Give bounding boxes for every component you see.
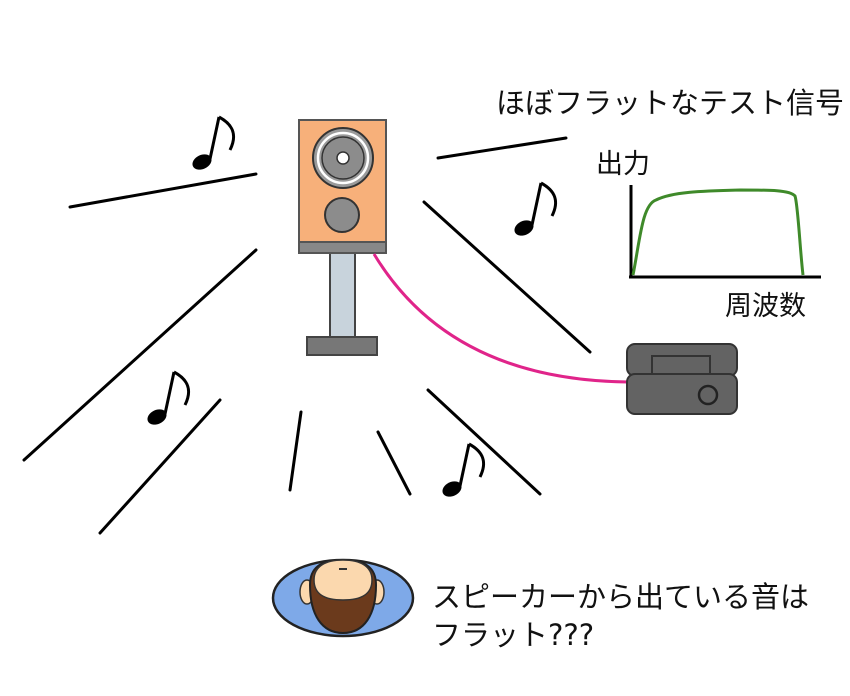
listener-face [313,559,373,601]
speaker-icon [298,119,387,254]
sound-line [22,248,258,462]
sound-line [436,136,568,160]
listener-icon [271,558,415,638]
graph-y-axis-label: 出力 [596,149,650,180]
sound-line [68,172,258,209]
question-line-1: スピーカーから出ている音は [432,580,810,614]
question-line-2: フラット??? [432,618,595,652]
graph-x-axis-label: 周波数 [725,291,806,322]
sound-line [426,388,542,496]
music-note-icon [442,442,485,497]
sound-line [288,410,303,492]
music-note-icon [192,115,235,170]
sound-lines [22,136,592,535]
sound-line [376,430,412,496]
amplifier-icon [626,343,738,415]
question-text: スピーカーから出ている音は フラット??? [432,578,809,654]
sound-line [98,398,222,535]
speaker-cable [372,253,629,384]
music-note-icon [514,181,557,236]
speaker-stand [329,252,356,338]
speaker-stand-base [306,336,378,356]
response-curve [631,188,805,276]
sound-line [422,200,592,354]
signal-title: ほぼフラットなテスト信号 [496,86,845,120]
frequency-response-graph [629,185,821,279]
music-note-icon [147,370,190,425]
